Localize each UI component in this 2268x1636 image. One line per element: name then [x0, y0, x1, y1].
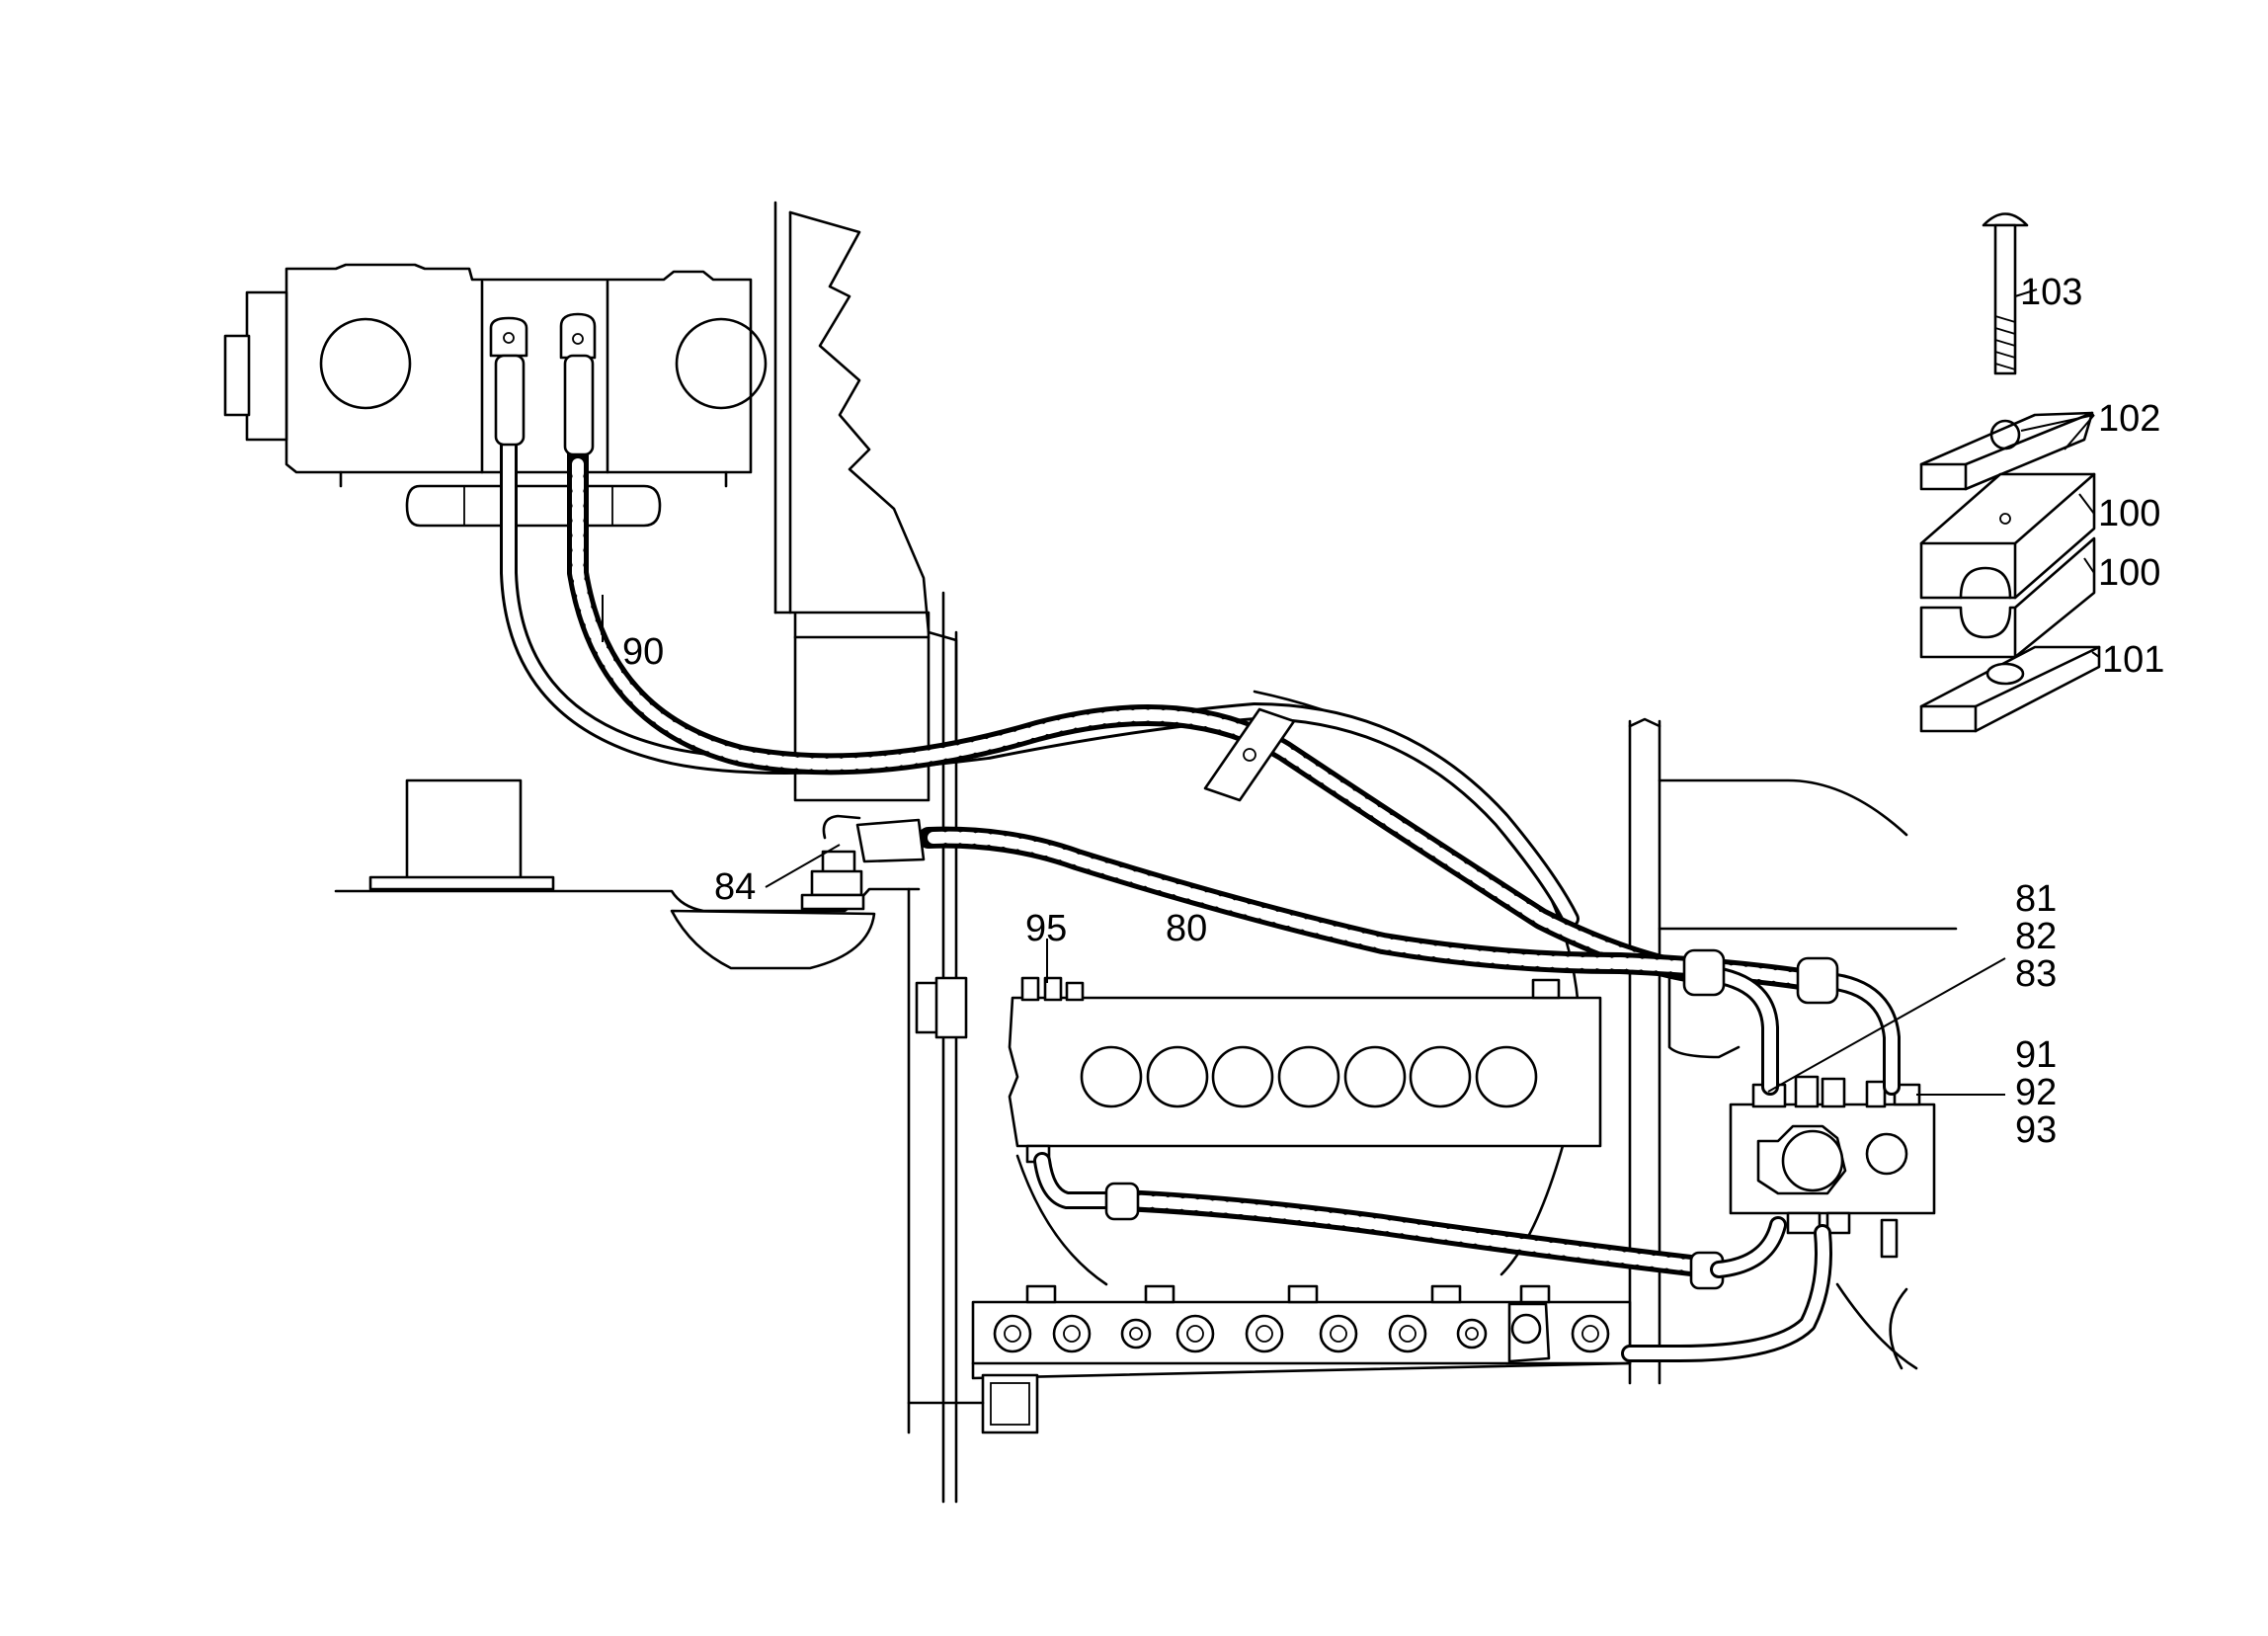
- callout-83: 83: [2015, 953, 2057, 995]
- callout-labels: 103 102 100 100 101 90 84 95 80 81 82 83…: [622, 272, 2164, 1151]
- callout-leaders: [602, 288, 2100, 1096]
- callout-100-upper: 100: [2098, 493, 2160, 534]
- callout-80: 80: [1166, 908, 1207, 949]
- callout-84: 84: [714, 866, 756, 908]
- bolt-103: [1982, 212, 2029, 375]
- callout-101: 101: [2102, 639, 2164, 681]
- hose-90: [567, 404, 1710, 984]
- base-plate-101: [1919, 645, 2101, 733]
- callout-103: 103: [2020, 272, 2082, 313]
- pipe-to-valve: [1682, 948, 1901, 1096]
- control-valve-block: [1729, 1075, 1936, 1259]
- clamp-half-upper-100: [1919, 472, 2096, 600]
- cover-plate-102: [1919, 411, 2094, 491]
- hose-clamp: [1203, 707, 1296, 802]
- callout-92: 92: [2015, 1072, 2057, 1113]
- hose-80: [918, 826, 1819, 991]
- callout-100-lower: 100: [2098, 552, 2160, 594]
- mounting-rail: [907, 1284, 1632, 1434]
- valve-block-manifold: [1008, 976, 1602, 1164]
- hose-90-end-fittings: [494, 354, 595, 456]
- callout-93: 93: [2015, 1109, 2057, 1151]
- callout-81: 81: [2015, 878, 2057, 920]
- hose-lower: [1033, 1152, 1832, 1362]
- callout-95: 95: [1025, 908, 1067, 949]
- bulkhead-bolts: [915, 976, 968, 1039]
- pipe-left: [500, 426, 1580, 928]
- pump-hose-fittings: [489, 312, 597, 360]
- callout-82: 82: [2015, 916, 2057, 957]
- callout-90: 90: [622, 631, 664, 673]
- callout-91: 91: [2015, 1034, 2057, 1076]
- right-frame: [1628, 717, 1958, 1385]
- callout-102: 102: [2098, 398, 2160, 440]
- elbow-fitting-84: [800, 814, 926, 911]
- clamp-half-lower-100: [1919, 536, 2096, 659]
- mounting-bracket: [334, 778, 921, 970]
